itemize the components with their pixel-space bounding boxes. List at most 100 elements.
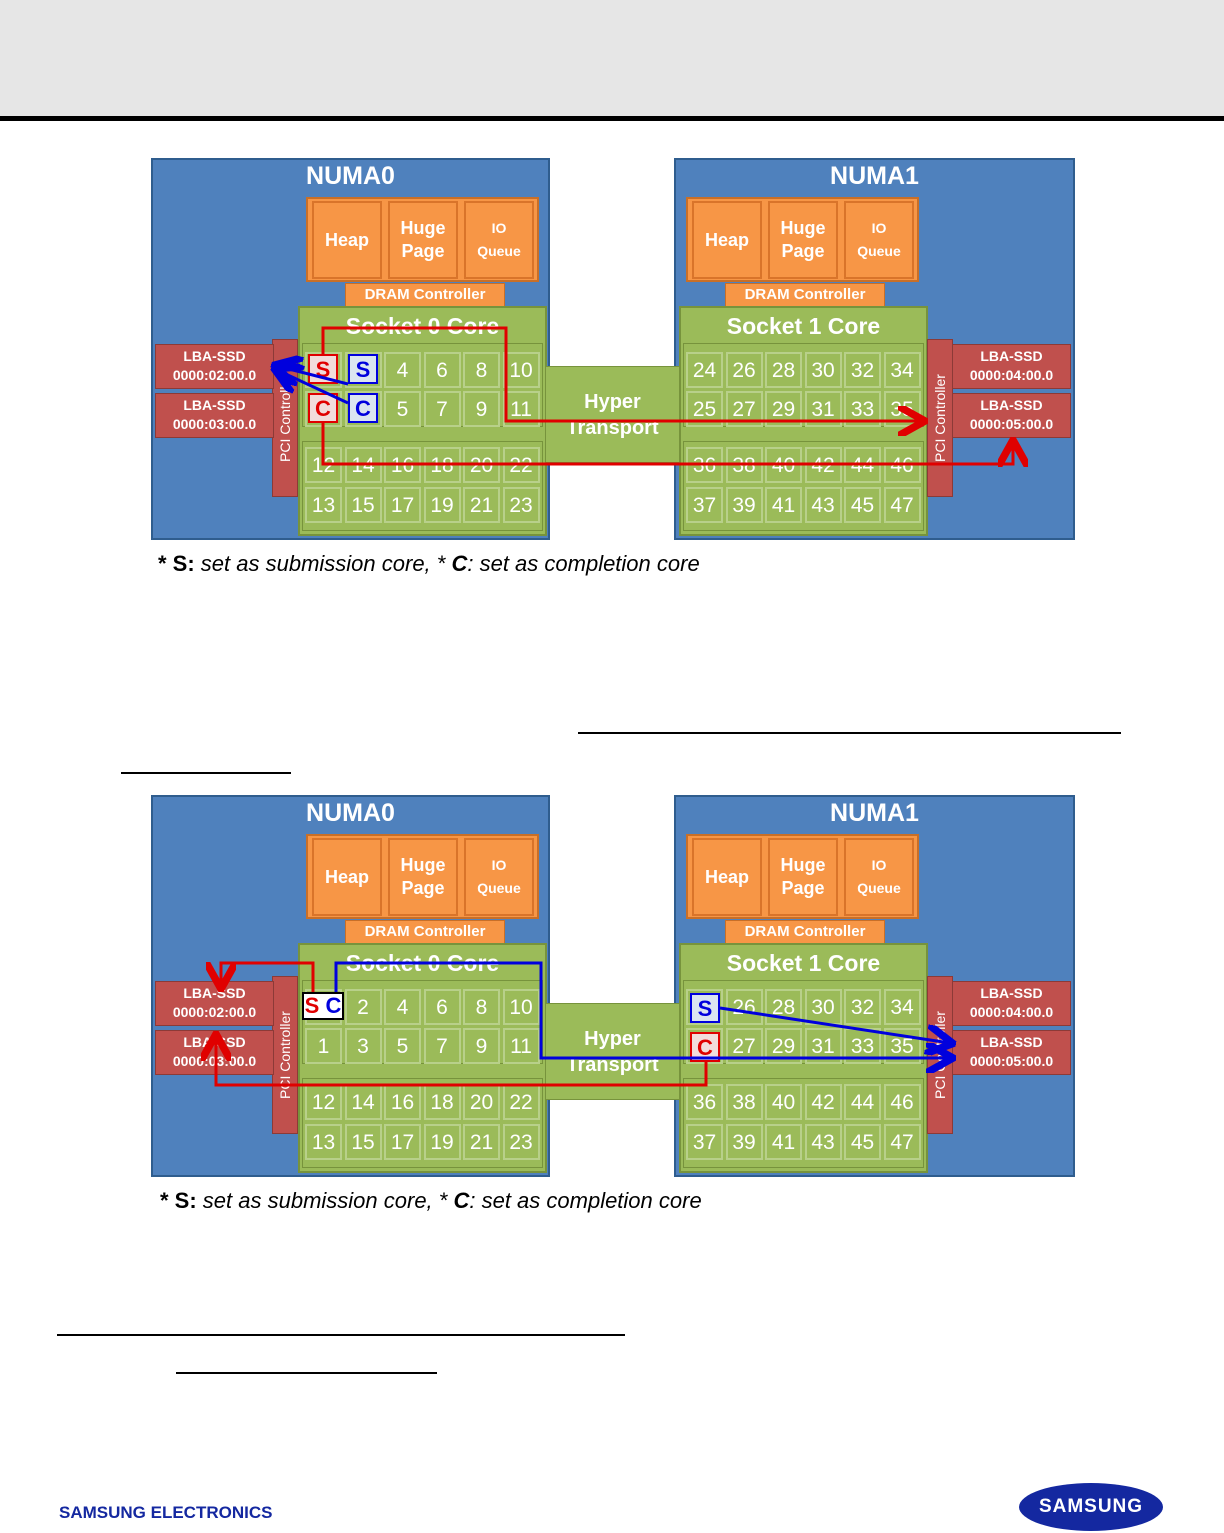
- io-path-arrows: [0, 961, 1224, 1087]
- numa1-core: 46: [883, 1084, 921, 1120]
- footer-brand: SAMSUNG ELECTRONICS: [59, 1503, 273, 1522]
- numa0-core: 4: [384, 352, 421, 388]
- numa0-dram-controller: DRAM Controller: [345, 920, 505, 944]
- submission-completion-core-tag: S C: [302, 992, 344, 1020]
- numa1-core: 26: [725, 352, 763, 388]
- submission-core-tag: S: [348, 354, 378, 384]
- c-marker: C: [325, 993, 342, 1018]
- numa1-core: 39: [725, 487, 763, 523]
- numa0-core: 4: [384, 989, 421, 1025]
- completion-path-arrow: [334, 961, 950, 1058]
- numa0-socket-title: Socket 0 Core: [345, 313, 500, 339]
- numa0-core: 5: [384, 391, 421, 427]
- submission-path-arrow: [719, 1006, 950, 1043]
- numa1-core: 37: [686, 487, 723, 523]
- numa0-core: 11: [502, 1028, 540, 1064]
- numa0-heap: Heap: [312, 838, 382, 916]
- header-divider: [0, 116, 1224, 121]
- numa1-core: 32: [844, 352, 881, 388]
- numa1-core: 47: [883, 487, 921, 523]
- numa0-core: 21: [463, 487, 500, 523]
- numa1-socket-title: Socket 1 Core: [726, 950, 881, 976]
- numa0-dram-controller: DRAM Controller: [345, 283, 505, 307]
- numa1-core: 41: [765, 487, 802, 523]
- numa1-core: 30: [804, 352, 842, 388]
- numa0-core: 9: [463, 391, 500, 427]
- numa0-core: 13: [305, 487, 342, 523]
- text-underline: [176, 1372, 437, 1374]
- numa0-title: NUMA0: [306, 799, 395, 827]
- numa1-core: 47: [883, 1124, 921, 1160]
- numa0-heap: Heap: [312, 201, 382, 279]
- text-underline: [578, 732, 1121, 734]
- text-underline: [57, 1334, 625, 1336]
- completion-core-tag: C: [308, 393, 338, 423]
- numa0-core: 2: [344, 989, 382, 1025]
- numa1-core: 39: [725, 1124, 763, 1160]
- completion-path-arrow: [216, 1037, 708, 1087]
- submission-core-tag: S: [690, 993, 720, 1023]
- numa0-core: 18: [423, 1084, 461, 1120]
- numa0-core: 1: [305, 1028, 342, 1064]
- numa1-core: 44: [844, 1084, 881, 1120]
- numa0-core: 14: [344, 1084, 382, 1120]
- numa0-core: 7: [423, 1028, 461, 1064]
- numa1-title: NUMA1: [830, 799, 919, 827]
- numa1-core: 45: [844, 487, 881, 523]
- io-path-arrows: [0, 326, 1224, 636]
- numa1-dram-controller: DRAM Controller: [725, 283, 885, 307]
- diagram-1-caption: * S: set as submission core, * C: set as…: [158, 551, 700, 576]
- numa1-core: 41: [765, 1124, 802, 1160]
- submission-path-arrow: [221, 961, 315, 992]
- numa0-core: 7: [423, 391, 461, 427]
- numa1-core: 30: [804, 989, 842, 1025]
- completion-core-tag: C: [348, 393, 378, 423]
- numa1-core: 28: [765, 352, 802, 388]
- numa0-core: 3: [344, 1028, 382, 1064]
- numa0-core: 20: [463, 1084, 500, 1120]
- numa1-core: 45: [844, 1124, 881, 1160]
- completion-path-arrow: [321, 423, 1013, 464]
- numa0-core: 5: [384, 1028, 421, 1064]
- numa0-core: 10: [502, 989, 540, 1025]
- numa0-core: 6: [423, 352, 461, 388]
- numa1-title: NUMA1: [830, 162, 919, 190]
- s-marker: S: [304, 993, 320, 1018]
- numa1-core: 38: [725, 1084, 763, 1120]
- numa0-core: 23: [502, 487, 540, 523]
- numa1-core: 34: [883, 352, 921, 388]
- numa1-heap: Heap: [692, 838, 762, 916]
- numa0-core: 8: [463, 352, 500, 388]
- numa0-core: 17: [384, 1124, 421, 1160]
- numa0-core: 13: [305, 1124, 342, 1160]
- numa1-core: 40: [765, 1084, 802, 1120]
- numa1-core: 43: [804, 487, 842, 523]
- numa1-core: 24: [686, 352, 723, 388]
- numa1-core: 32: [844, 989, 881, 1025]
- numa1-core: 34: [883, 989, 921, 1025]
- numa0-core: 19: [423, 1124, 461, 1160]
- numa0-core: 8: [463, 989, 500, 1025]
- numa1-core: 43: [804, 1124, 842, 1160]
- numa0-core: 9: [463, 1028, 500, 1064]
- numa0-core: 21: [463, 1124, 500, 1160]
- numa0-core: 10: [502, 352, 540, 388]
- header-bar: [0, 0, 1224, 116]
- numa1-dram-controller: DRAM Controller: [725, 920, 885, 944]
- samsung-logo: SAMSUNG: [1019, 1483, 1163, 1531]
